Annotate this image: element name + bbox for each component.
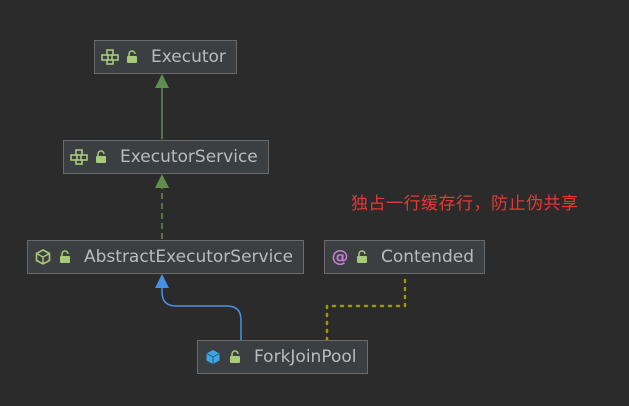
- node-forkjoinpool[interactable]: ForkJoinPool: [197, 340, 368, 374]
- node-label-executor: Executor: [151, 47, 226, 67]
- interface-icon: [101, 48, 119, 66]
- public-lock-icon: [56, 248, 74, 266]
- class-icon: [204, 348, 222, 366]
- abstract-class-icon: [34, 248, 52, 266]
- arrowhead-abstract: [155, 274, 169, 288]
- arrowhead-executor: [155, 74, 169, 88]
- node-label-abstractexecutorservice: AbstractExecutorService: [84, 247, 294, 267]
- public-lock-icon: [123, 48, 141, 66]
- public-lock-icon: [92, 148, 110, 166]
- node-label-contended: Contended: [381, 247, 474, 267]
- arrowhead-executorservice: [155, 174, 169, 188]
- interface-icon: [70, 148, 88, 166]
- node-executor[interactable]: Executor: [94, 40, 237, 74]
- edge-forkjoinpool-abstract: [161, 286, 242, 340]
- annotation-note: 独占一行缓存行，防止伪共享: [351, 194, 579, 214]
- public-lock-icon: [226, 348, 244, 366]
- node-executorservice[interactable]: ExecutorService: [63, 140, 269, 174]
- node-label-forkjoinpool: ForkJoinPool: [254, 347, 357, 367]
- edge-forkjoinpool-contended: [325, 274, 407, 342]
- annotation-icon: @: [331, 247, 349, 267]
- public-lock-icon: [353, 248, 371, 266]
- node-contended[interactable]: @ Contended: [324, 240, 485, 274]
- node-abstractexecutorservice[interactable]: AbstractExecutorService: [27, 240, 305, 274]
- node-label-executorservice: ExecutorService: [120, 147, 258, 167]
